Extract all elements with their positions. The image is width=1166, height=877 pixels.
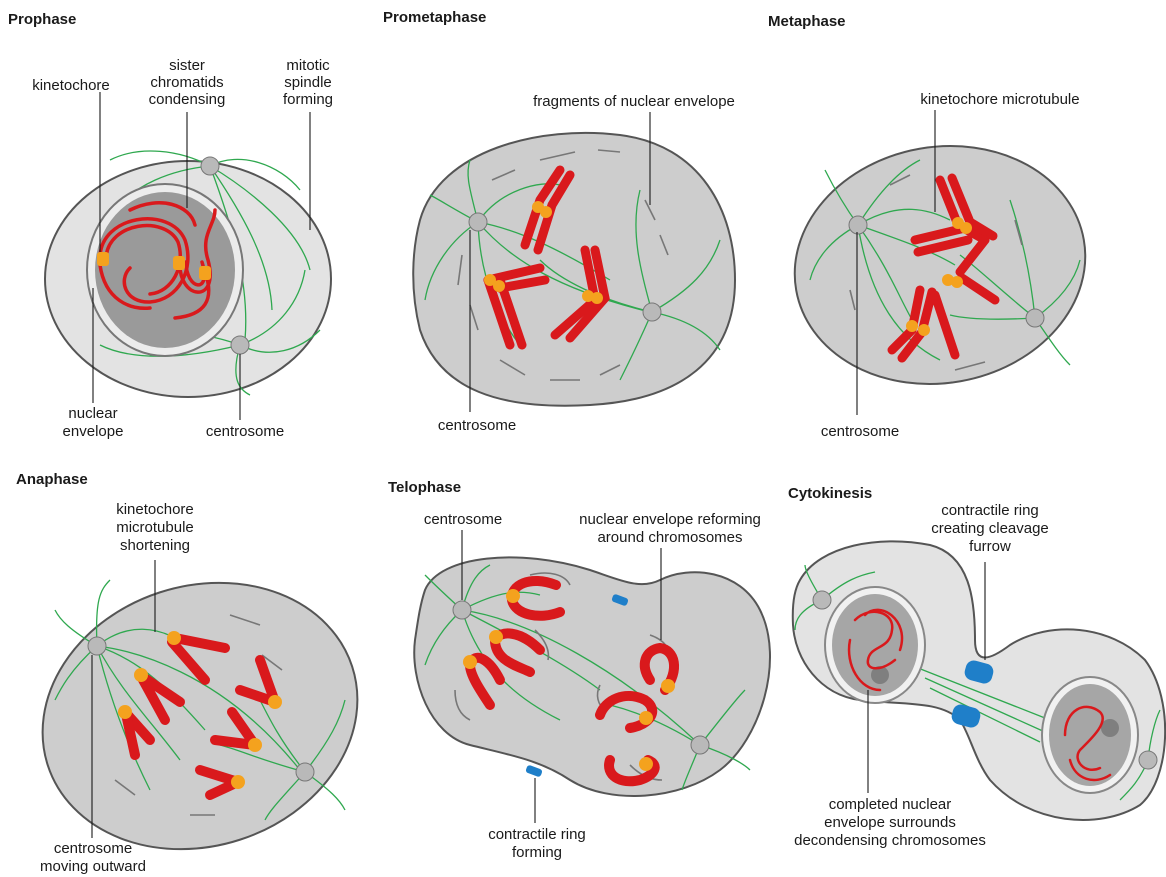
label-sister-3: condensing	[149, 91, 226, 108]
metaphase-kinetochore-5	[906, 320, 918, 332]
label-nuclear-2: envelope	[63, 423, 124, 440]
label-centrosome: centrosome	[821, 423, 899, 440]
metaphase-centrosome-left	[849, 216, 867, 234]
telophase-centrosome-left	[453, 601, 471, 619]
metaphase-cell	[776, 123, 1105, 406]
label-spindle-3: forming	[283, 91, 333, 108]
prophase-kinetochore-1	[97, 252, 109, 266]
telophase-kinetochore-4	[661, 679, 675, 693]
label-ring-3: furrow	[969, 538, 1011, 555]
label-moving-2: moving outward	[40, 858, 146, 875]
anaphase-title: Anaphase	[16, 471, 88, 488]
label-spindle-2: spindle	[284, 74, 332, 91]
label-ring-2: creating cleavage	[931, 520, 1049, 537]
telophase-kinetochore-5	[639, 711, 653, 725]
anaphase-kinetochore-2	[134, 668, 148, 682]
label-centrosome: centrosome	[438, 417, 516, 434]
anaphase-kinetochore-3	[118, 705, 132, 719]
label-ring-1: contractile ring	[941, 502, 1039, 519]
label-moving-1: centrosome	[54, 840, 132, 857]
telophase-kinetochore-2	[489, 630, 503, 644]
prophase-title: Prophase	[8, 11, 76, 28]
label-nuclear-1: nuclear	[68, 405, 117, 422]
label-sister-2: chromatids	[150, 74, 223, 91]
prometaphase-centrosome-right	[643, 303, 661, 321]
metaphase-title: Metaphase	[768, 13, 846, 30]
label-kinetochore-microtubule: kinetochore microtubule	[920, 91, 1079, 108]
label-ring-1: contractile ring	[488, 826, 586, 843]
cytokinesis-nucleolus-right	[1101, 719, 1119, 737]
telophase-panel: Telophase	[388, 479, 770, 861]
prophase-centrosome-bottom	[231, 336, 249, 354]
label-reforming-1: nuclear envelope reforming	[579, 511, 761, 528]
anaphase-kinetochore-1	[167, 631, 181, 645]
label-spindle-1: mitotic	[286, 57, 330, 74]
metaphase-kinetochore-6	[918, 324, 930, 336]
label-shortening-2: microtubule	[116, 519, 194, 536]
label-ring-2: forming	[512, 844, 562, 861]
metaphase-centrosome-right	[1026, 309, 1044, 327]
label-centrosome: centrosome	[206, 423, 284, 440]
prometaphase-kinetochore-6	[591, 292, 603, 304]
cytokinesis-centrosome-right	[1139, 751, 1157, 769]
prometaphase-kinetochore-4	[493, 280, 505, 292]
prometaphase-panel: Prometaphase	[383, 9, 735, 434]
prometaphase-centrosome-left	[469, 213, 487, 231]
label-kinetochore: kinetochore	[32, 77, 110, 94]
metaphase-kinetochore-4	[951, 276, 963, 288]
anaphase-centrosome-right	[296, 763, 314, 781]
label-sister-1: sister	[169, 57, 205, 74]
telophase-centrosome-right	[691, 736, 709, 754]
cytokinesis-title: Cytokinesis	[788, 485, 872, 502]
label-centrosome: centrosome	[424, 511, 502, 528]
anaphase-centrosome-left	[88, 637, 106, 655]
label-fragments: fragments of nuclear envelope	[533, 93, 735, 110]
cytokinesis-panel: Cytokinesis contractile ring creating cl…	[788, 485, 1165, 849]
label-shortening-3: shortening	[120, 537, 190, 554]
telophase-kinetochore-3	[463, 655, 477, 669]
prophase-kinetochore-3	[199, 266, 211, 280]
telophase-kinetochore-1	[506, 589, 520, 603]
metaphase-kinetochore-2	[960, 222, 972, 234]
telophase-kinetochore-6	[639, 757, 653, 771]
anaphase-kinetochore-6	[231, 775, 245, 789]
cytokinesis-centrosome-left	[813, 591, 831, 609]
telophase-title: Telophase	[388, 479, 461, 496]
prophase-panel: Prophase	[8, 11, 333, 440]
telophase-ring-bottom	[525, 765, 543, 778]
anaphase-kinetochore-4	[268, 695, 282, 709]
prophase-kinetochore-2	[173, 256, 185, 270]
label-completed-2: envelope surrounds	[824, 814, 956, 831]
label-reforming-2: around chromosomes	[597, 529, 742, 546]
label-completed-1: completed nuclear	[829, 796, 952, 813]
prometaphase-title: Prometaphase	[383, 9, 486, 26]
prophase-centrosome-top	[201, 157, 219, 175]
metaphase-panel: Metaphase	[768, 13, 1104, 440]
anaphase-panel: Anaphase	[8, 471, 393, 877]
label-completed-3: decondensing chromosomes	[794, 832, 986, 849]
anaphase-cell	[8, 543, 393, 877]
prometaphase-kinetochore-2	[540, 206, 552, 218]
anaphase-kinetochore-5	[248, 738, 262, 752]
label-shortening-1: kinetochore	[116, 501, 194, 518]
